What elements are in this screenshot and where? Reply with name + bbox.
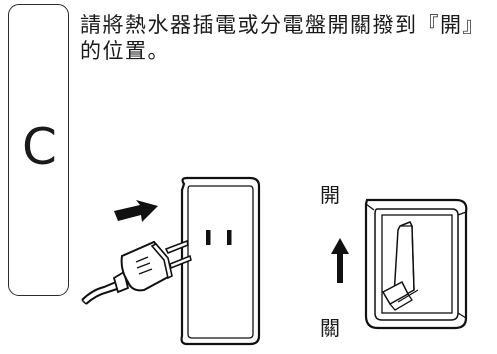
power-plug-icon bbox=[81, 239, 192, 305]
step-letter: C bbox=[22, 118, 57, 176]
wall-outlet-icon bbox=[180, 176, 261, 346]
instruction-text: 請將熱水器插電或分電盤開關撥到『開』的位置。 bbox=[80, 13, 485, 63]
up-arrow-icon bbox=[331, 238, 349, 283]
switch-on-label: 開 bbox=[320, 183, 340, 207]
switch-off-label: 關 bbox=[320, 316, 340, 340]
step-tab: C bbox=[8, 4, 69, 296]
plug-in-arrow-icon bbox=[114, 200, 158, 222]
rocker-switch-icon bbox=[364, 198, 468, 330]
